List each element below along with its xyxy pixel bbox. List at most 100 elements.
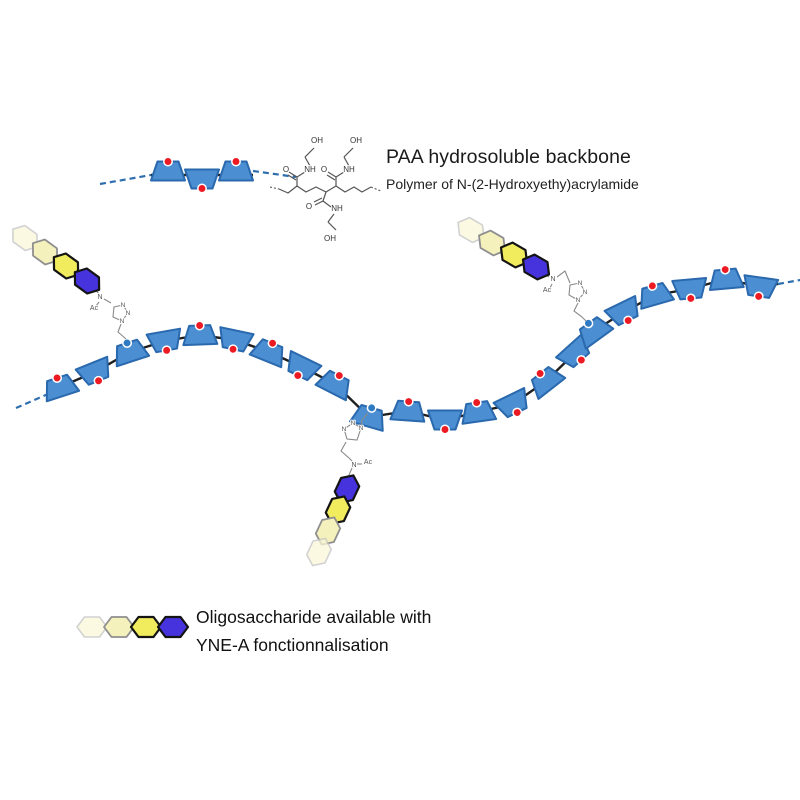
main-chain-sugar-unit: [314, 369, 350, 402]
sugar-unit-shape: [708, 267, 745, 291]
triazole-ring: [112, 304, 129, 322]
main-chain-sugar-unit: [708, 264, 745, 291]
blue-hexagon-shape: [156, 615, 190, 639]
main-chain-sugar-unit: [671, 277, 708, 304]
oligosaccharide-branch-middle-hexagon: [305, 537, 333, 567]
linker-bond: [117, 323, 127, 340]
red-dot: [623, 315, 634, 326]
chem-label: N: [126, 310, 131, 317]
chem-label: N: [351, 420, 356, 427]
red-dot: [720, 264, 731, 275]
chem-double-bond: [313, 197, 323, 203]
red-dot: [161, 345, 172, 356]
chem-bond: [304, 156, 311, 167]
main-chain-sugar-unit: [578, 316, 615, 350]
main-chain-sugar-unit: [492, 387, 528, 419]
triazole-ring: [568, 282, 586, 301]
main-chain-sugar-unit: [640, 280, 675, 310]
oligosaccharide-branch-left-hexagon: [73, 267, 101, 295]
sugar-unit-shape: [150, 160, 186, 182]
red-dot: [685, 293, 696, 304]
chem-bond: [327, 213, 335, 223]
main-chain-sugar-unit: [182, 320, 219, 347]
faded-hexagon-shape: [305, 537, 333, 567]
sugar-unit-shape: [671, 277, 708, 301]
main-chain-sugar-unit: [74, 355, 110, 386]
red-dot: [512, 407, 523, 418]
triazole-ring: [343, 422, 362, 441]
legend-text: Oligosaccharide available with YNE-A fon…: [196, 603, 431, 659]
main-chain-sugar-unit: [248, 338, 284, 369]
sugar-unit-shape: [184, 168, 220, 190]
linker-bond: [573, 302, 587, 322]
chem-bond: [343, 147, 354, 158]
red-dot: [471, 397, 482, 408]
mini-chain-sugar-unit: [184, 168, 220, 194]
red-dot: [753, 291, 764, 302]
main-chain-sugar-unit: [427, 409, 463, 435]
main-chain-sugar-unit: [389, 396, 426, 423]
main-chain-sugar-unit: [743, 274, 780, 302]
red-dot: [535, 368, 546, 379]
red-dot: [267, 338, 278, 349]
chem-label: N: [576, 297, 581, 304]
attachment-dot: [583, 318, 594, 329]
main-chain-sugar-unit: [555, 333, 591, 369]
attachment-dot: [366, 402, 377, 413]
chem-double-bond: [326, 174, 336, 181]
main-chain-sugar-unit: [45, 373, 81, 403]
chem-double-bond: [314, 200, 324, 206]
chem-label: N: [97, 294, 102, 301]
red-dot: [334, 370, 345, 381]
main-chain-sugar-unit: [287, 350, 323, 382]
chem-bond: [278, 185, 372, 194]
chem-label: N: [359, 425, 364, 432]
main-chain-sugar-unit: [461, 397, 498, 425]
chem-label: N: [578, 280, 583, 287]
chem-label: Ac: [364, 459, 373, 466]
backbone-title-block: PAA hydrosoluble backbone Polymer of N-(…: [386, 146, 639, 192]
red-dot: [440, 424, 450, 435]
red-dot: [197, 183, 207, 194]
chem-label: N: [121, 302, 126, 309]
main-chain-sugar-unit: [115, 338, 151, 368]
chem-label: OH: [311, 136, 323, 145]
red-dot: [576, 355, 587, 366]
legend-hexagon: [156, 615, 190, 639]
main-chain-sugar-unit: [603, 295, 639, 327]
linker-bond: [360, 412, 369, 427]
chem-label: OH: [350, 136, 362, 145]
chem-double-bond: [327, 171, 337, 178]
chem-bond: [343, 156, 350, 167]
chem-double-bond: [288, 171, 298, 178]
linker-bond: [340, 441, 353, 462]
pale-hexagon-shape: [103, 616, 135, 638]
red-dot: [647, 280, 658, 291]
chem-label: O: [306, 202, 312, 211]
sugar-unit-shape: [461, 400, 498, 425]
mini-chain-sugar-unit: [218, 156, 254, 182]
backbone-dashed-line: [15, 392, 49, 410]
chem-bond: [335, 171, 345, 178]
backbone-subtitle: Polymer of N-(2-Hydroxyethy)acrylamide: [386, 176, 639, 192]
chem-dashed-bond: [370, 186, 382, 192]
chem-label: NH: [304, 165, 316, 174]
chem-label: N: [550, 276, 555, 283]
chem-label: OH: [324, 234, 336, 243]
chem-label: NH: [331, 204, 343, 213]
red-dot: [231, 156, 241, 167]
main-chain-sugar-unit: [219, 326, 255, 355]
chem-label: Ac: [90, 305, 99, 312]
mini-chain-sugar-unit: [150, 156, 186, 182]
sugar-unit-shape: [218, 160, 254, 182]
main-chain-sugar-unit: [530, 366, 567, 400]
sugar-unit-shape: [314, 369, 350, 402]
backbone-dashed-line: [99, 173, 152, 186]
chem-label: Ac: [543, 287, 552, 294]
blue-hexagon-shape: [73, 267, 101, 295]
sugar-unit-shape: [182, 324, 219, 347]
red-dot: [403, 396, 414, 407]
linker-bond: [95, 301, 100, 307]
blue-hexagon-shape: [521, 253, 551, 281]
